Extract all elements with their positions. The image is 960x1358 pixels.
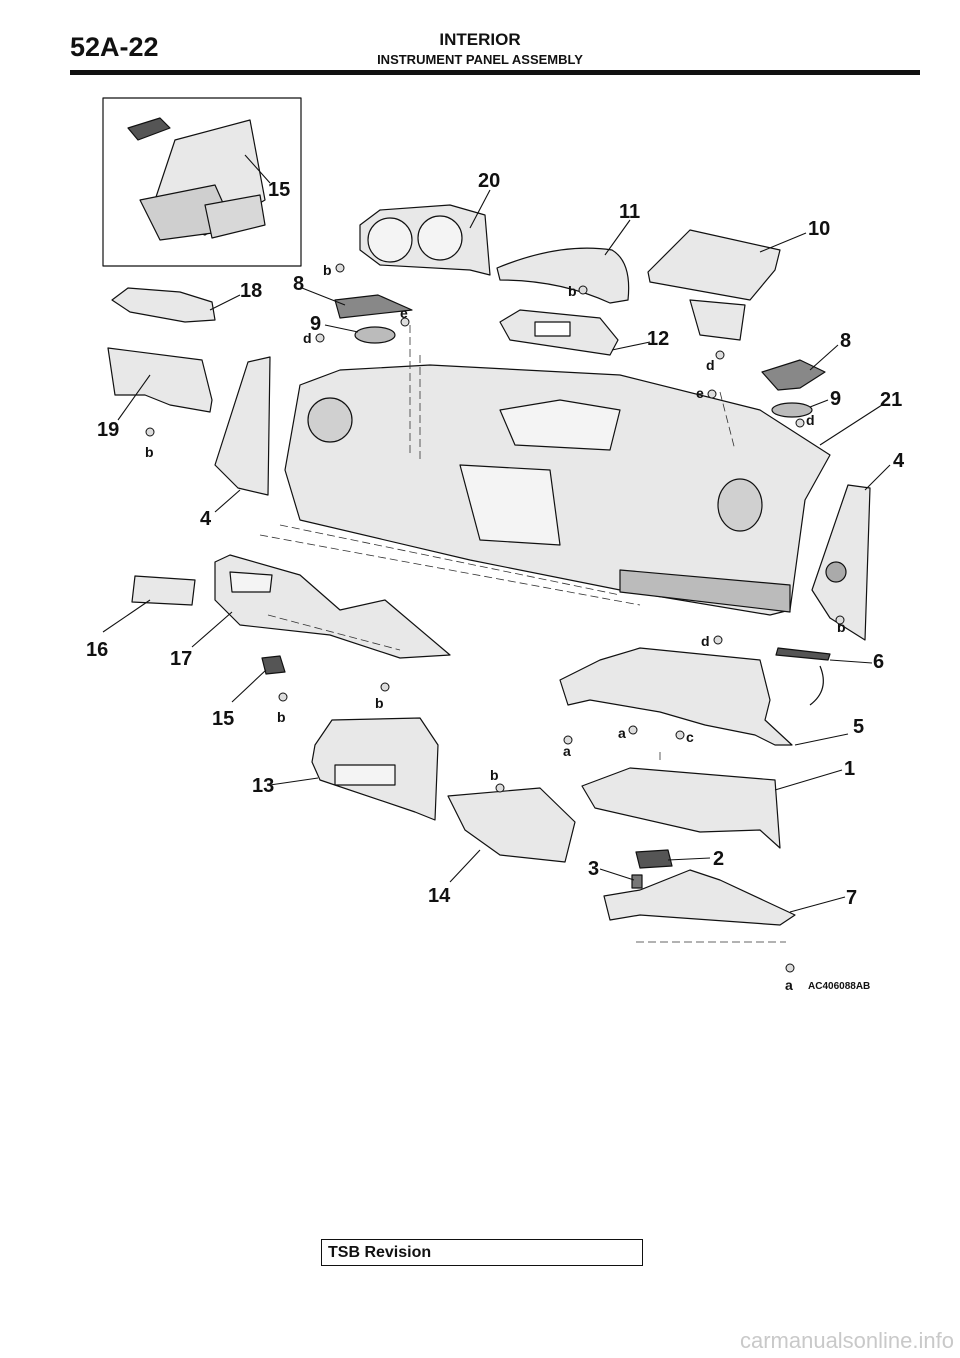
fastener-e: e [400, 305, 408, 321]
callout-15-inset: 15 [268, 179, 290, 201]
callout-3: 3 [588, 858, 599, 880]
callout-10: 10 [808, 218, 830, 240]
callout-17: 17 [170, 648, 192, 670]
part-4-side-panel-left [214, 356, 271, 496]
part-15-bracket [261, 655, 286, 675]
leader-lines [102, 154, 891, 913]
fastener-d: d [303, 330, 312, 346]
fastener-d: d [806, 412, 815, 428]
fastener-a: a [618, 725, 626, 741]
callout-16: 16 [86, 639, 108, 661]
inset-frame [102, 97, 302, 267]
callout-9-left: 9 [310, 313, 321, 335]
page-number: 52A-22 [70, 32, 159, 62]
callout-numbers: 1 2 3 4 4 5 6 7 8 8 9 9 10 11 12 13 14 1… [86, 170, 905, 909]
part-5-glove-box-frame [559, 647, 793, 746]
callout-4-right: 4 [893, 450, 905, 472]
callout-18: 18 [240, 280, 262, 302]
part-2-latch [635, 849, 673, 869]
callout-19: 19 [97, 419, 119, 441]
callout-14: 14 [428, 885, 451, 907]
fastener-b: b [375, 695, 384, 711]
part-8-grille-right [761, 359, 826, 391]
callout-1: 1 [844, 758, 855, 780]
part-18-column-cover-upper [111, 287, 216, 323]
part-1-glove-box [581, 767, 781, 849]
fastener-a: a [785, 977, 793, 993]
fastener-d: d [706, 357, 715, 373]
part-6-strip [775, 647, 831, 661]
dashed-guides [259, 325, 786, 943]
callout-6: 6 [873, 651, 884, 673]
section-title: INTERIOR [439, 30, 521, 49]
part-15-inset-drawing [127, 117, 266, 241]
watermark: carmanualsonline.info [739, 1328, 954, 1353]
fastener-e: e [696, 385, 704, 401]
fastener-letters: b b b b b b b d d d d e e a a a c [145, 262, 846, 993]
part-3-stopper [631, 874, 643, 889]
figure-id: AC406088AB [808, 981, 870, 992]
header-rule [70, 70, 920, 75]
part-17-lower-panel [214, 554, 451, 659]
callout-11: 11 [619, 201, 640, 223]
part-4-side-panel-right [811, 484, 871, 641]
fastener-b: b [837, 619, 846, 635]
callout-21: 21 [880, 389, 902, 411]
fastener-b: b [145, 444, 154, 460]
fastener-b: b [323, 262, 332, 278]
callout-2: 2 [713, 848, 724, 870]
part-16-switch-panel [131, 575, 196, 606]
callout-5: 5 [853, 716, 864, 738]
callout-15-lower: 15 [212, 708, 234, 730]
callout-20: 20 [478, 170, 500, 192]
callout-12: 12 [647, 328, 669, 350]
tsb-revision-label: TSB Revision [328, 1244, 432, 1261]
fastener-d: d [701, 633, 710, 649]
part-11-cover [496, 247, 630, 304]
part-21-instrument-panel [284, 364, 831, 616]
part-7-under-cover [603, 869, 796, 926]
fastener-a: a [563, 743, 571, 759]
callout-8-right: 8 [840, 330, 851, 352]
part-9-speaker-left [354, 326, 396, 344]
part-14-bracket-box [447, 787, 576, 863]
callout-13: 13 [252, 775, 274, 797]
callout-4-left: 4 [200, 508, 212, 530]
section-subtitle: INSTRUMENT PANEL ASSEMBLY [377, 52, 583, 67]
screw-icons [145, 263, 845, 973]
fastener-b: b [568, 283, 577, 299]
callout-8-left: 8 [293, 273, 304, 295]
fastener-c: c [686, 729, 694, 745]
tsb-revision-box: TSB Revision [321, 1239, 643, 1266]
callout-9-right: 9 [830, 388, 841, 410]
part-19-column-cover-lower [107, 347, 213, 413]
fastener-b: b [490, 767, 499, 783]
callout-7: 7 [846, 887, 857, 909]
fastener-b: b [277, 709, 286, 725]
part-8-grille-left [334, 294, 413, 319]
part-9-speaker-right [771, 402, 813, 418]
part-10-airbag-module [647, 229, 781, 301]
